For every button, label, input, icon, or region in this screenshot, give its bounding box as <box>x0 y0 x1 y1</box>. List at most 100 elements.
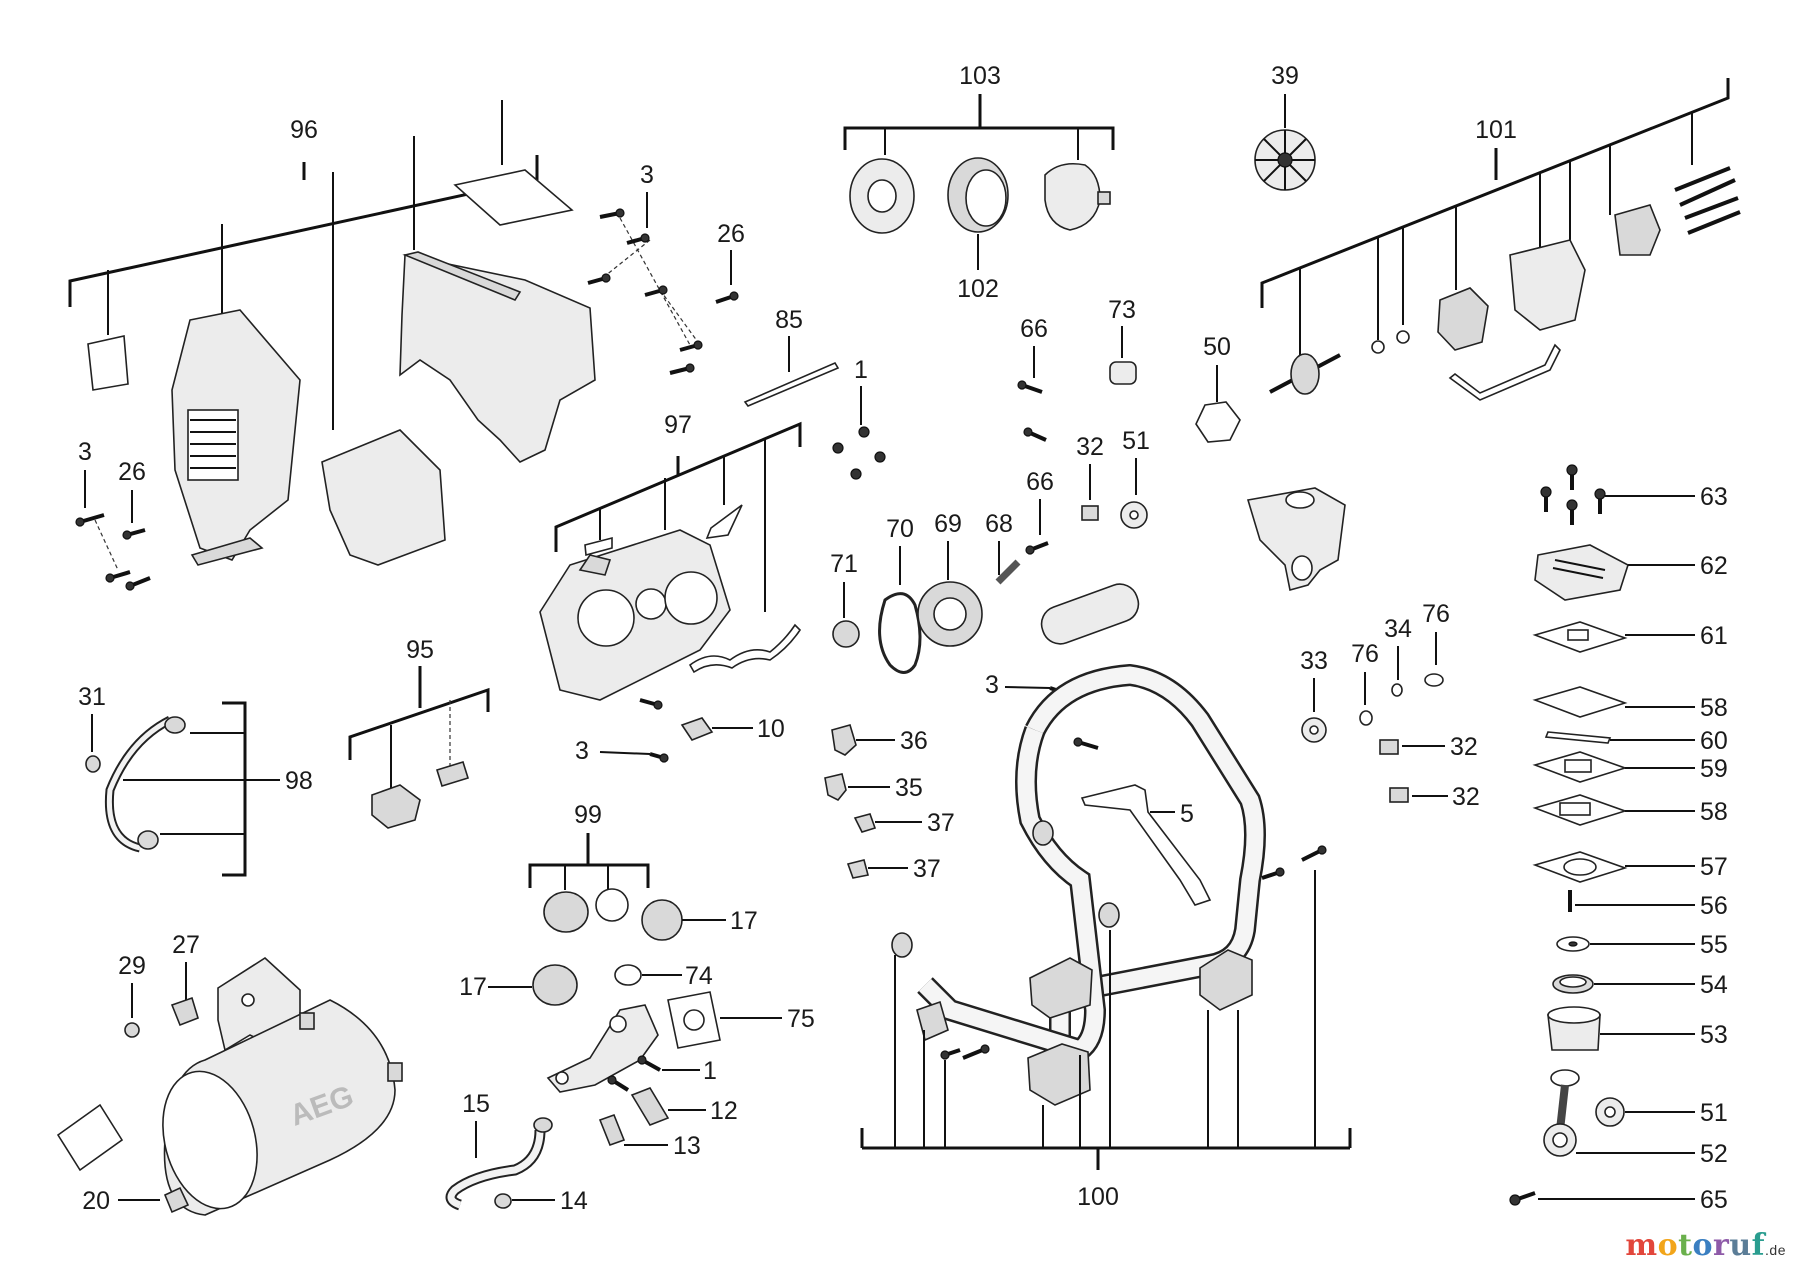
screw-icon <box>962 1044 990 1060</box>
part-1-screws: 1 <box>832 356 886 480</box>
label-32-upper: 32 <box>1076 433 1104 461</box>
clip-icon <box>1379 739 1399 755</box>
pressure-gauge-icon <box>831 724 857 756</box>
cap-icon <box>1098 902 1120 928</box>
connecting-rod-icon <box>1543 1069 1580 1157</box>
cap-icon <box>1032 820 1054 846</box>
label-34: 34 <box>1384 615 1412 643</box>
cylinder-head-icon <box>1534 544 1629 601</box>
label-35: 35 <box>895 774 923 802</box>
hex-gasket-icon <box>1195 401 1241 443</box>
label-71: 71 <box>830 550 858 578</box>
screw-icon <box>122 528 146 540</box>
sticker-plate-icon <box>87 335 129 391</box>
label-12: 12 <box>710 1097 738 1125</box>
label-100: 100 <box>1077 1183 1119 1211</box>
label-29: 29 <box>118 952 146 980</box>
screws-3-26-left: 3 26 <box>75 438 151 591</box>
label-50: 50 <box>1203 333 1231 361</box>
valve-icon <box>846 859 869 879</box>
screw-head-icon <box>858 426 870 438</box>
label-68: 68 <box>985 510 1013 538</box>
filter-housing-icon <box>1044 162 1101 231</box>
label-75: 75 <box>787 1005 815 1033</box>
label-85: 85 <box>775 306 803 334</box>
screw-icon <box>587 273 611 285</box>
screw-icon <box>1566 499 1578 525</box>
valve-icon <box>853 813 877 833</box>
small-plate-icon <box>584 536 613 557</box>
crankcase-icon <box>1246 487 1346 592</box>
o-ring-icon <box>614 964 642 986</box>
screw-icon <box>1509 1191 1536 1206</box>
gasket-sheet-icon <box>453 169 574 226</box>
label-37-lower: 37 <box>913 855 941 883</box>
screw-icon <box>599 208 625 219</box>
label-15: 15 <box>462 1090 490 1118</box>
parts-73-66-50-32-51: 73 66 50 32 51 66 <box>1017 296 1346 592</box>
parts-15-14-hose: 15 14 <box>445 1090 588 1215</box>
label-32-mid: 32 <box>1450 733 1478 761</box>
o-ring-icon <box>1359 710 1373 726</box>
label-76-lower: 76 <box>1351 640 1379 668</box>
washer-icon <box>1391 683 1403 697</box>
label-1-lower: 1 <box>703 1057 717 1085</box>
label-59: 59 <box>1700 755 1728 783</box>
belt-icon <box>878 592 922 674</box>
label-26-upper: 26 <box>717 220 745 248</box>
long-bolt-icon <box>1684 196 1739 220</box>
label-53: 53 <box>1700 1021 1728 1049</box>
label-1-upper: 1 <box>854 356 868 384</box>
tank-foot-icon <box>387 1062 403 1082</box>
label-73: 73 <box>1108 296 1136 324</box>
screw-head-icon <box>832 442 844 454</box>
long-bolt-icon <box>1687 210 1741 235</box>
group-96-motor-housing: 96 <box>68 100 596 566</box>
screw-icon <box>607 1075 630 1092</box>
sleeve-icon <box>1109 361 1137 385</box>
label-55: 55 <box>1700 931 1728 959</box>
label-95: 95 <box>406 636 434 664</box>
housing-frame-icon <box>399 254 596 463</box>
label-13: 13 <box>673 1132 701 1160</box>
group-101-motor: 101 <box>1260 78 1741 401</box>
reed-valve-icon <box>1544 731 1612 744</box>
screw-icon <box>105 570 131 583</box>
label-3-left: 3 <box>78 438 92 466</box>
screw-icon <box>1261 867 1285 880</box>
parts-33-76-34-32: 33 76 34 76 32 32 <box>1300 600 1480 811</box>
watermark-letter: m <box>1625 1228 1658 1263</box>
hose-clamp-icon <box>494 1193 512 1209</box>
screw-icon <box>649 752 669 763</box>
screw-head-icon <box>850 468 862 480</box>
inner-cover-icon <box>321 429 446 566</box>
knob-icon <box>543 891 589 933</box>
label-3-upper: 3 <box>640 161 654 189</box>
screw-icon <box>626 233 650 245</box>
switch-icon <box>680 717 714 741</box>
rubber-foot-icon <box>1027 1043 1091 1106</box>
label-57: 57 <box>1700 853 1728 881</box>
pump-stack-right: 63 62 61 58 60 59 58 57 56 55 <box>1509 464 1728 1214</box>
group-97-front-cover: 97 <box>539 411 802 701</box>
label-52: 52 <box>1700 1140 1728 1168</box>
label-76-upper: 76 <box>1422 600 1450 628</box>
label-101: 101 <box>1475 116 1517 144</box>
cap-icon <box>641 899 683 941</box>
screw-icon <box>1073 737 1099 750</box>
long-bolt-icon <box>1674 166 1731 192</box>
screw-icon <box>1594 488 1606 514</box>
screw-icon <box>639 698 663 710</box>
fan-icon <box>1254 129 1316 191</box>
washer-icon <box>1396 330 1410 344</box>
label-69: 69 <box>934 510 962 538</box>
label-63: 63 <box>1700 483 1728 511</box>
screw-icon <box>637 1055 661 1072</box>
label-97: 97 <box>664 411 692 439</box>
nipple-icon <box>598 1113 626 1147</box>
pressure-switch-icon <box>371 784 421 829</box>
label-36: 36 <box>900 727 928 755</box>
fitting-icon <box>824 773 847 802</box>
label-103: 103 <box>959 62 1001 90</box>
clip-icon <box>1081 505 1099 521</box>
